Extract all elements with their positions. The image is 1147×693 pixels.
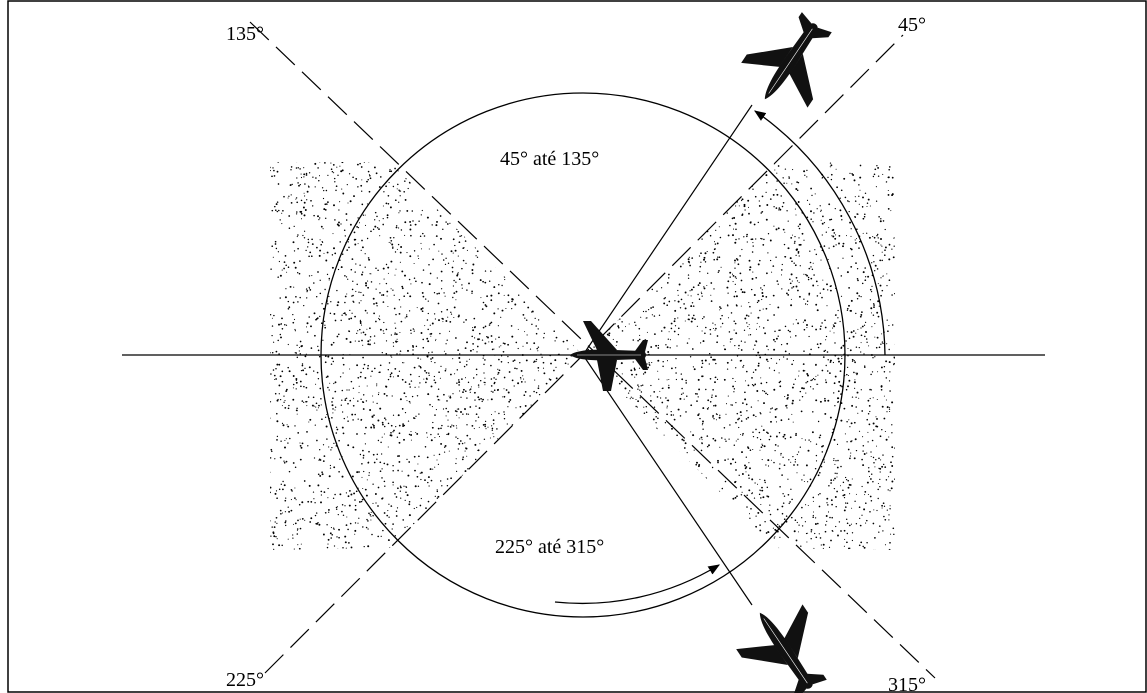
turn-arrow-upper [754,110,886,356]
shaded-sector-left [270,162,583,550]
airplane-upper-icon [741,12,832,108]
angle-label-135: 135° [226,23,264,45]
flight-path-upper [582,104,753,356]
angle-label-315: 315° [888,674,926,693]
sector-label-lower: 225° até 315° [495,536,604,558]
airplane-center-icon [570,321,648,391]
flight-path-lower [582,354,753,606]
sector-label-upper: 45° até 135° [500,148,599,170]
angle-label-45: 45° [898,14,926,36]
frame-border [7,0,1147,693]
airplane-lower-icon [736,604,827,693]
angle-label-225: 225° [226,669,264,691]
turn-arrow-lower [554,564,720,605]
sector-circle [320,92,846,618]
